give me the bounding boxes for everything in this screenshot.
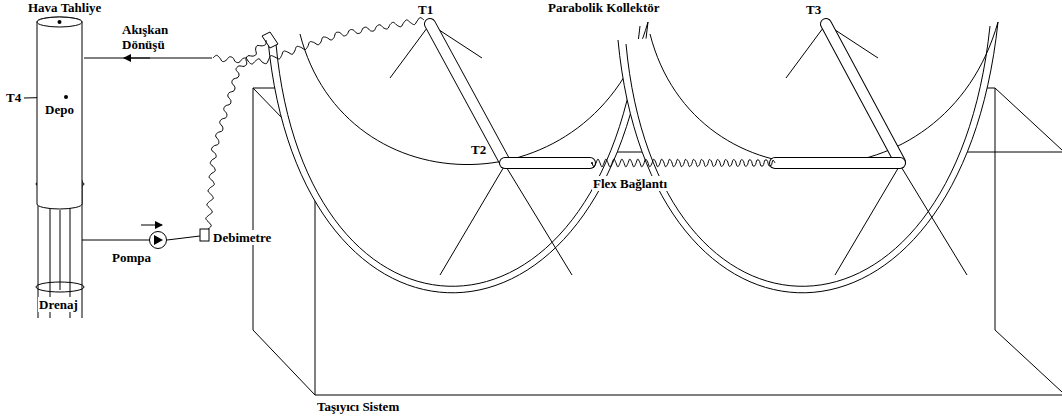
air-vent	[58, 20, 62, 24]
part-name: Akışkan Dönüşü	[122, 22, 184, 52]
tank-body	[37, 17, 82, 209]
sensor-point	[64, 95, 68, 99]
part-name: Hava Tahliye	[28, 0, 101, 15]
part-name: Drenaj	[38, 297, 79, 312]
flex-hose	[213, 18, 424, 64]
pump-symbol	[150, 232, 167, 249]
sensor-label: T3	[806, 2, 821, 17]
part-name: Taşıyıcı Sistem	[317, 399, 399, 414]
part-name: Flex Bağlantı	[592, 176, 668, 191]
sensor-label: T4	[6, 90, 21, 105]
part-name: Pompa	[112, 250, 151, 265]
parabolic-trough	[618, 22, 998, 293]
storage-tank: Depo	[36, 14, 83, 210]
flex-hose	[206, 18, 775, 229]
sensor-label: T2	[470, 142, 487, 157]
receiver-tube	[430, 24, 900, 163]
flex-hose	[592, 159, 775, 167]
tank-top	[37, 17, 82, 27]
flex-hose	[206, 40, 266, 229]
parabolic-trough	[262, 22, 648, 293]
sensor-label: T1	[418, 2, 433, 17]
flowmeter-symbol	[200, 229, 209, 241]
tank-label: Depo	[36, 102, 83, 117]
part-name: Parabolik Kollektör	[548, 0, 660, 15]
part-name: Debimetre	[212, 230, 272, 245]
